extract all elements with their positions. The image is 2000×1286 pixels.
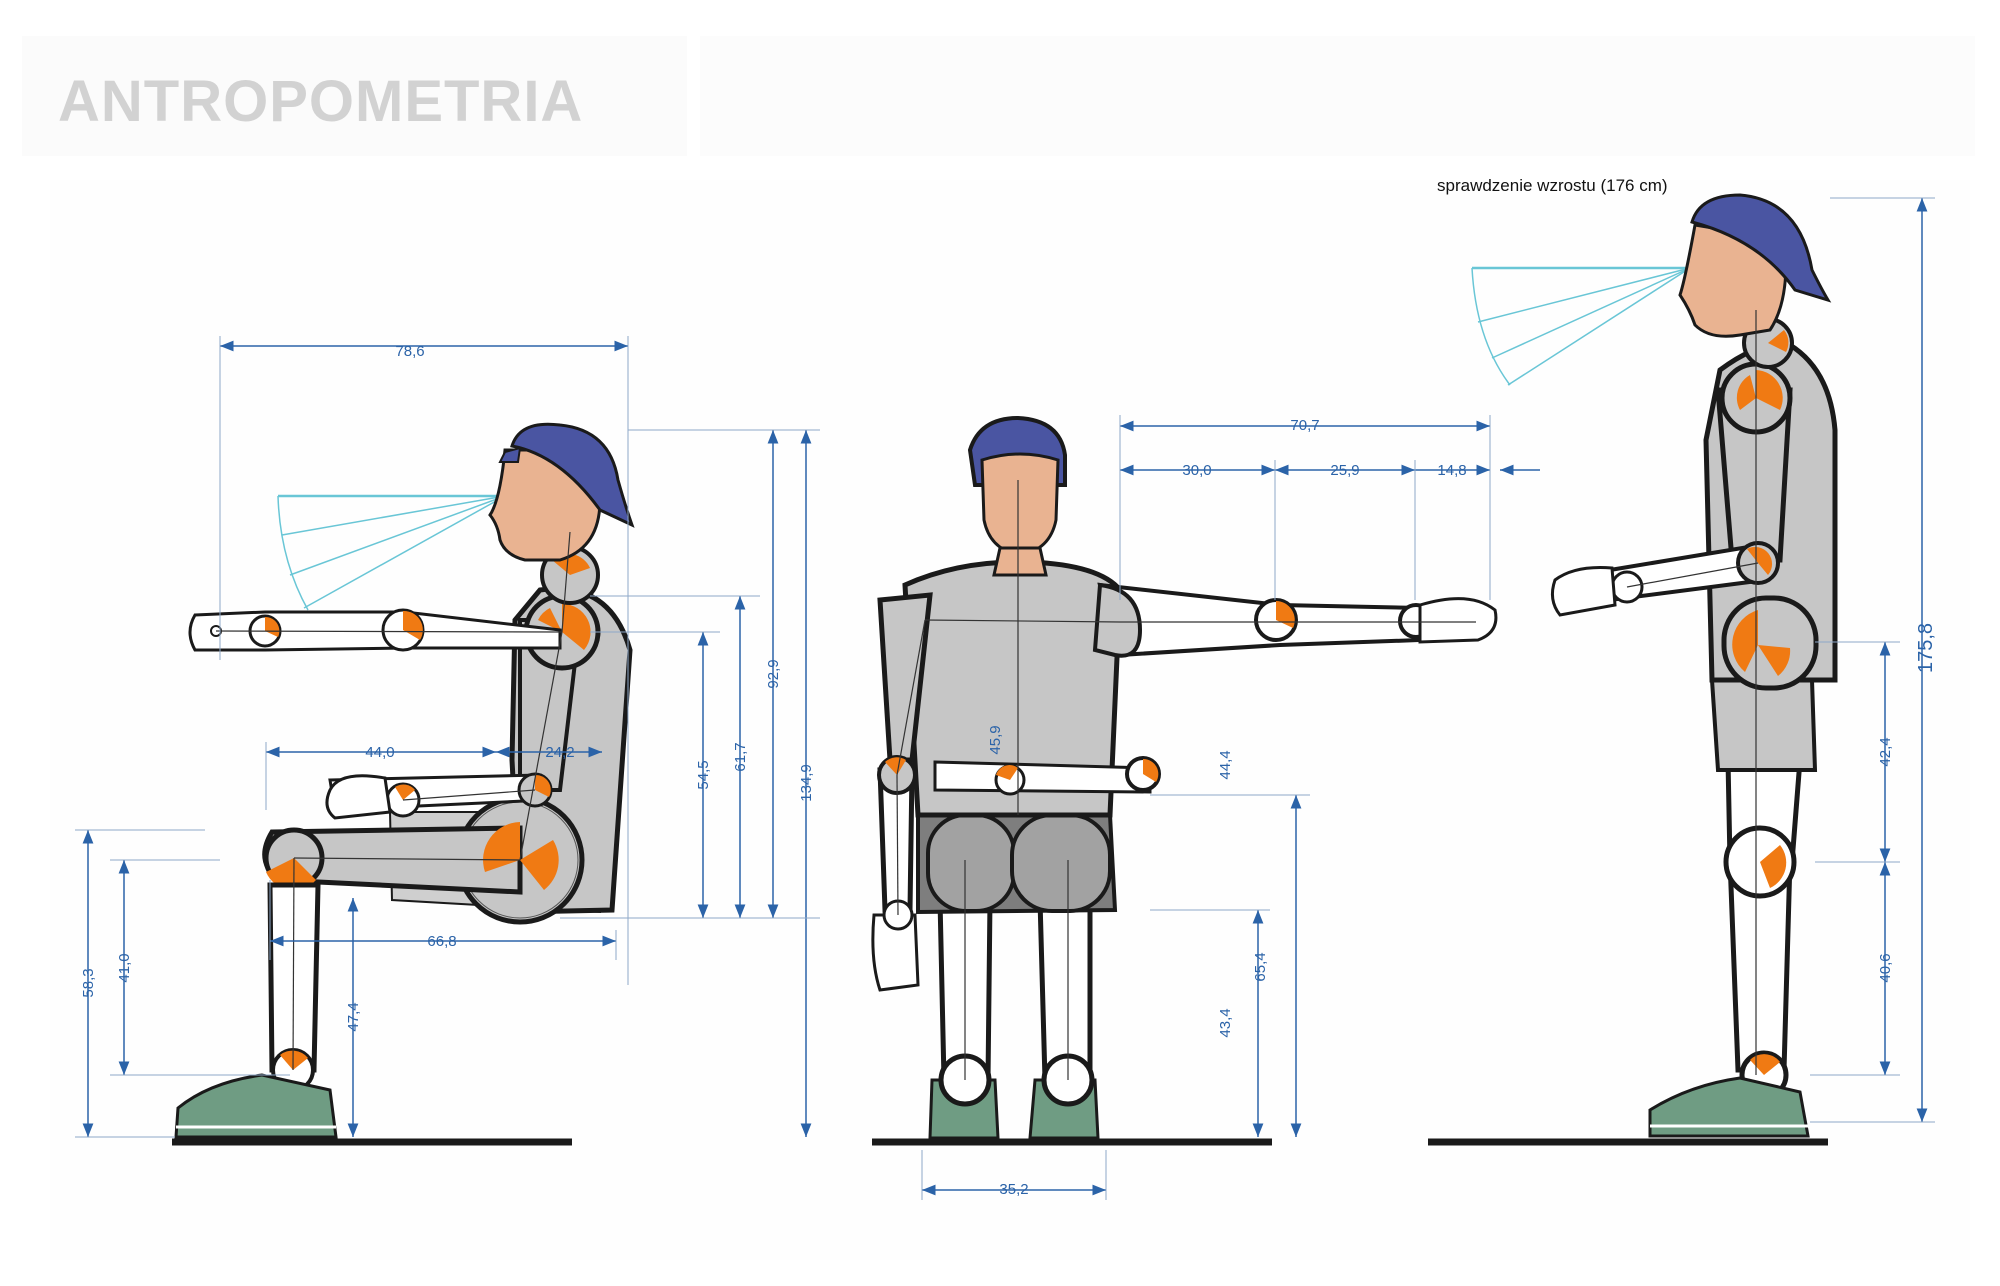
dim-hand: 14,8 <box>1437 462 1466 479</box>
dim-seat-depth: 66,8 <box>427 933 456 950</box>
dim-knee-height-standing: 40,6 <box>1877 953 1894 982</box>
figure-seated-front <box>871 415 1498 1140</box>
standing-shoe-icon <box>1648 1076 1810 1138</box>
dim-stature: 175,8 <box>1915 623 1937 673</box>
dim-elbow-height: 54,5 <box>695 760 712 789</box>
dimension-lines <box>82 198 1928 1196</box>
left-hand-icon <box>871 913 920 992</box>
right-hand-icon <box>1418 597 1498 644</box>
standing-shorts-icon <box>1709 678 1818 772</box>
dim-knee-height-front: 65,4 <box>1252 952 1269 981</box>
front-face-icon <box>980 452 1060 557</box>
sight-cone-icon <box>277 494 506 611</box>
right-shin-icon <box>1037 897 1093 1083</box>
stature-check-note: sprawdzenie wzrostu (176 cm) <box>1437 176 1668 195</box>
dimension-labels: 78,6 44,0 24,2 66,8 58,3 41,0 47,4 54,5 … <box>80 343 1937 1198</box>
cap-icon <box>510 422 635 528</box>
title-band-right <box>700 36 1975 156</box>
dim-total-seated-height: 134,9 <box>798 764 815 802</box>
extension-lines <box>75 197 1935 1200</box>
dim-elbow-to-seat: 44,4 <box>1217 750 1234 779</box>
dim-hip-width: 35,2 <box>999 1181 1028 1198</box>
dim-arm-reach: 70,7 <box>1290 417 1319 434</box>
right-knee-icon <box>1010 813 1112 913</box>
figure-standing-side <box>1471 193 1838 1138</box>
standing-cap-icon <box>1690 193 1832 303</box>
dim-eye-height: 92,9 <box>765 659 782 688</box>
figure-seated-side <box>174 422 635 1139</box>
sight-cone-icon-2 <box>1471 266 1691 386</box>
hand-lower-icon <box>325 774 392 820</box>
dim-forearm: 25,9 <box>1330 462 1359 479</box>
left-knee-icon <box>926 813 1016 913</box>
dim-shoulder-height: 61,7 <box>732 742 749 771</box>
dim-thigh-height: 58,3 <box>80 968 97 997</box>
dim-seat-height: 43,4 <box>1217 1008 1234 1037</box>
standing-hand-icon <box>1550 566 1617 617</box>
dim-knee-to-seat: 41,0 <box>116 953 133 982</box>
title-band <box>22 36 687 156</box>
dim-reach-seated: 78,6 <box>395 343 424 360</box>
dim-forearm-length: 44,0 <box>365 744 394 761</box>
page-title: ANTROPOMETRIA <box>58 69 584 134</box>
shoe-icon <box>174 1073 338 1139</box>
left-arm-icon <box>877 592 933 763</box>
dim-shoulder-to-seat: 45,9 <box>987 725 1004 754</box>
dim-upper-arm: 30,0 <box>1182 462 1211 479</box>
dim-elbow-to-back: 24,2 <box>545 744 574 761</box>
dim-popliteal-height: 47,4 <box>345 1002 362 1031</box>
dim-hip-to-knee: 42,4 <box>1877 737 1894 766</box>
lap-forearm-icon <box>933 760 1152 794</box>
